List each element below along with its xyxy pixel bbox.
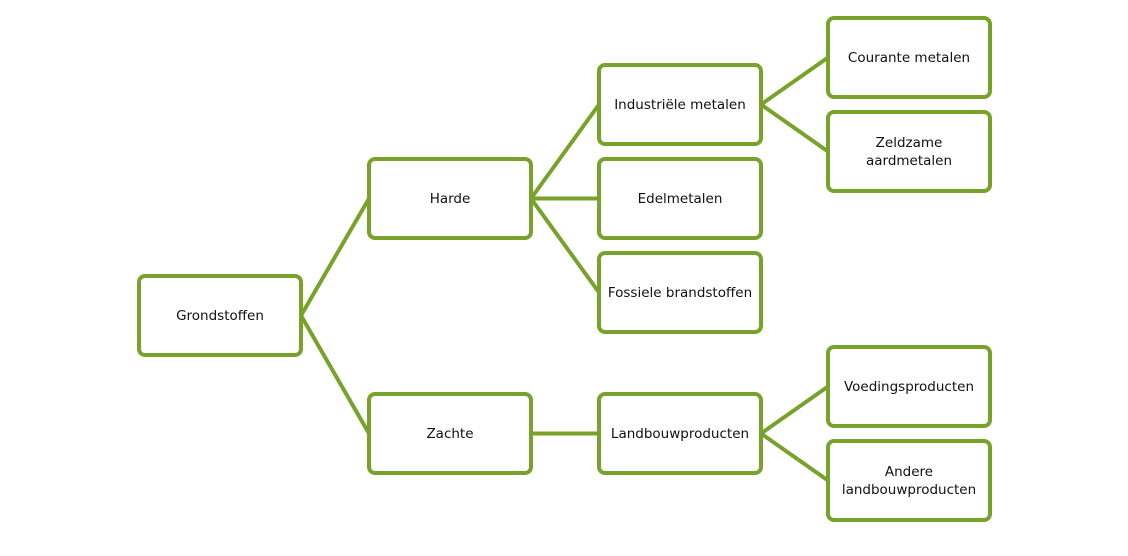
node-industriele-metalen: Industriële metalen (597, 63, 763, 146)
node-edelmetalen: Edelmetalen (597, 157, 763, 240)
connector-harde-fossiele (529, 197, 601, 294)
node-courante-metalen: Courante metalen (826, 16, 992, 99)
node-zachte: Zachte (367, 392, 533, 475)
node-label: Voedingsproducten (843, 378, 975, 395)
node-fossiele-brandstoffen: Fossiele brandstoffen (597, 251, 763, 334)
connector-industriele-zeldzame (759, 102, 830, 154)
connector-grondstoffen-harde (299, 197, 371, 317)
node-label: Landbouwproducten (610, 425, 750, 442)
node-voedingsproducten: Voedingsproducten (826, 345, 992, 428)
node-zeldzame-aardmetalen: Zeldzame aardmetalen (826, 110, 992, 193)
connector-landbouw-andere (759, 431, 830, 483)
connector-grondstoffen-zachte (299, 314, 371, 435)
node-grondstoffen: Grondstoffen (137, 274, 303, 357)
node-label: Harde (429, 190, 471, 207)
connector-landbouw-voedings (759, 384, 830, 436)
node-label: Fossiele brandstoffen (607, 284, 753, 301)
node-label: Grondstoffen (176, 307, 264, 324)
connector-harde-industriele (529, 103, 601, 200)
node-landbouwproducten: Landbouwproducten (597, 392, 763, 475)
connector-industriele-courante (759, 55, 830, 107)
node-andere-landbouwproducten: Andere landbouwproducten (826, 439, 992, 522)
node-label: Andere landbouwproducten (841, 463, 977, 498)
node-label: Zeldzame aardmetalen (865, 134, 953, 169)
node-label: Zachte (426, 425, 474, 442)
node-label: Industriële metalen (614, 96, 746, 113)
node-label: Courante metalen (847, 49, 971, 66)
node-harde: Harde (367, 157, 533, 240)
node-label: Edelmetalen (637, 190, 723, 207)
